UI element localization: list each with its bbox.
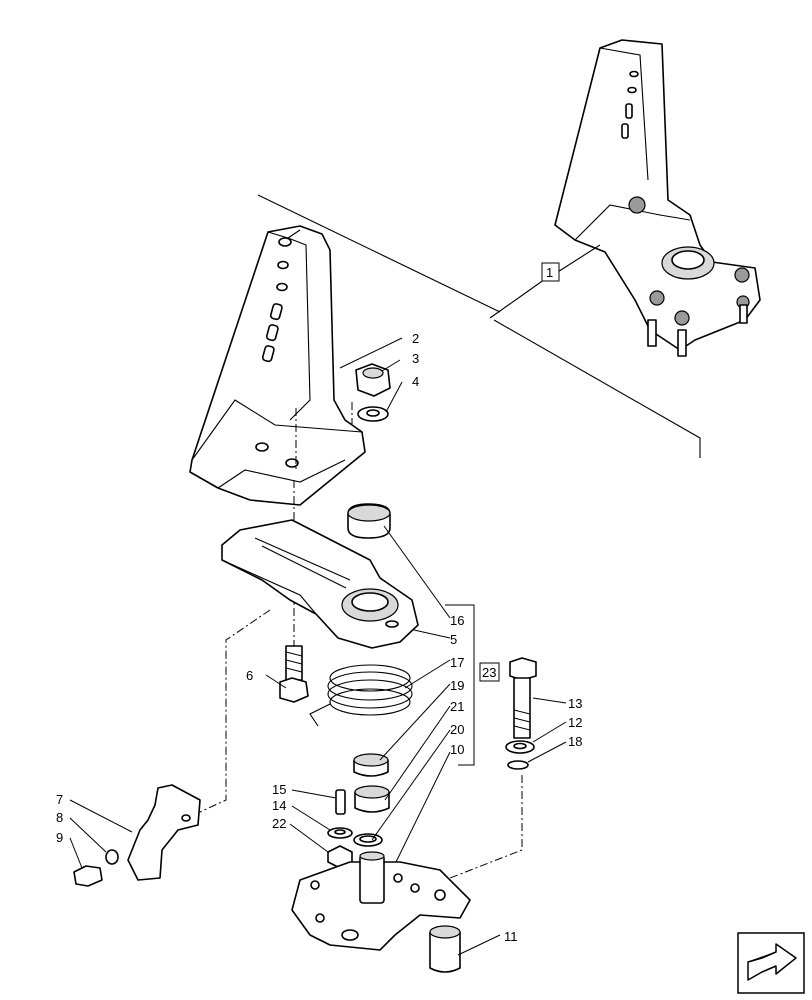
callout-19: 19: [450, 678, 464, 693]
callout-9: 9: [56, 830, 63, 845]
spring-part-17: [309, 664, 413, 727]
cap-part-16: [347, 503, 391, 539]
callout-1-box: [541, 262, 560, 282]
callout-3: 3: [412, 351, 419, 366]
callout-14: 14: [272, 798, 286, 813]
callout-labels: 1 2 3 4 16 5 6 17 23 19 21 20 10 13 12 1…: [56, 262, 582, 944]
washer-part-4: [357, 406, 389, 422]
bushing-part-21: [354, 785, 390, 813]
washer-part-14: [327, 827, 353, 839]
bolt-part-13: [509, 657, 537, 739]
callout-12: 12: [568, 715, 582, 730]
pin-part-15: [335, 789, 346, 815]
callout-6: 6: [246, 668, 253, 683]
washer-part-12: [505, 740, 535, 754]
callout-5: 5: [450, 632, 457, 647]
assembled-view: [554, 39, 761, 357]
bushing-part-19: [353, 753, 389, 777]
callout-11: 11: [504, 929, 518, 944]
next-page-arrow-icon[interactable]: [737, 932, 805, 994]
callout-1: 1: [546, 265, 553, 280]
callout-21: 21: [450, 699, 464, 714]
callout-2: 2: [412, 331, 419, 346]
callout-17: 17: [450, 655, 464, 670]
lever-part-7: [127, 784, 201, 881]
o-ring-part-18: [507, 760, 529, 770]
washer-part-8: [105, 849, 119, 865]
callout-13: 13: [568, 696, 582, 711]
swivel-plate-part-5: [221, 519, 419, 649]
callout-4: 4: [412, 374, 419, 389]
bracket-part-2: [189, 225, 366, 506]
callout-15: 15: [272, 782, 286, 797]
callout-10: 10: [450, 742, 464, 757]
callout-20: 20: [450, 722, 464, 737]
callout-16: 16: [450, 613, 464, 628]
view-separator-lines: [257, 194, 701, 458]
callout-7: 7: [56, 792, 63, 807]
callout-23-box: [479, 662, 500, 682]
nut-part-3: [355, 363, 391, 397]
callout-23: 23: [482, 665, 496, 680]
callout-8: 8: [56, 810, 63, 825]
bolt-part-9: [73, 865, 103, 887]
ring-part-20: [353, 833, 383, 847]
callout-leaders: [69, 337, 567, 956]
bolt-part-6: [279, 645, 309, 703]
callout-22: 22: [272, 816, 286, 831]
callout-18: 18: [568, 734, 582, 749]
base-plate-part-10: [291, 851, 471, 951]
bushing-part-11: [429, 925, 461, 973]
